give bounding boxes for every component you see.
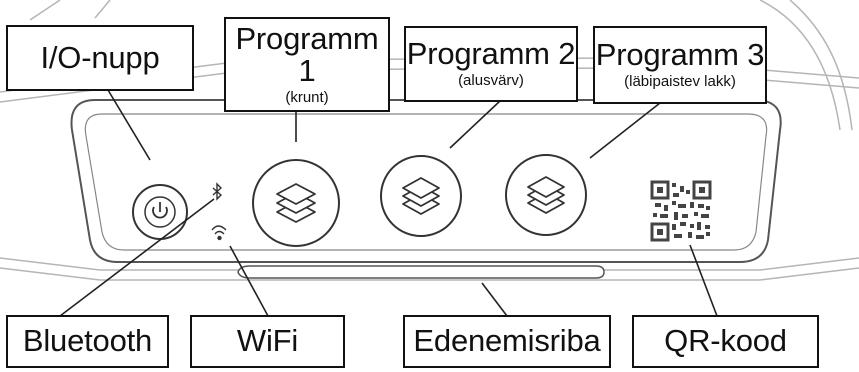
progress-bar xyxy=(237,265,605,279)
wifi-icon xyxy=(211,225,227,241)
leader-power xyxy=(107,89,151,161)
label-bluetooth: Bluetooth xyxy=(6,315,169,368)
label-program-3-subtitle: (läbipaistev lakk) xyxy=(624,73,736,91)
control-panel xyxy=(70,99,782,263)
layers-icon xyxy=(402,177,440,215)
label-wifi: WiFi xyxy=(190,315,345,368)
program-2-button[interactable] xyxy=(380,155,462,237)
label-bluetooth-text: Bluetooth xyxy=(22,323,153,359)
program-1-button[interactable] xyxy=(252,159,340,247)
power-button[interactable] xyxy=(132,184,188,240)
label-program-3: Programm 3 (läbipaistev lakk) xyxy=(593,26,767,104)
leader-lines xyxy=(59,89,718,317)
leader-program-3 xyxy=(589,102,661,159)
label-power-button: I/O-nupp xyxy=(6,25,194,91)
label-progress-bar: Edenemisriba xyxy=(403,315,611,368)
label-program-2-subtitle: (alusvärv) xyxy=(458,72,524,90)
layers-icon xyxy=(276,183,316,223)
leader-wifi xyxy=(229,245,269,317)
label-qr-code: QR-kood xyxy=(632,315,819,368)
leader-qr xyxy=(689,244,718,317)
label-program-1-title: Programm 1 xyxy=(235,20,379,89)
label-program-3-title: Programm 3 xyxy=(595,37,765,73)
qr-code-icon xyxy=(650,180,712,242)
label-program-1: Programm 1 (krunt) xyxy=(224,17,390,112)
leader-progress xyxy=(481,282,508,317)
bluetooth-icon xyxy=(212,182,223,201)
label-program-2: Programm 2 (alusvärv) xyxy=(404,26,578,102)
leader-program-2 xyxy=(449,100,501,149)
label-program-2-title: Programm 2 xyxy=(406,36,576,72)
label-program-1-subtitle: (krunt) xyxy=(285,88,329,106)
layers-icon xyxy=(527,176,565,214)
power-icon-arc xyxy=(152,206,168,219)
label-power-text: I/O-nupp xyxy=(40,39,160,75)
label-wifi-text: WiFi xyxy=(236,323,299,359)
label-progress-text: Edenemisriba xyxy=(413,323,601,359)
label-qr-text: QR-kood xyxy=(664,323,787,359)
leader-bluetooth xyxy=(59,198,215,317)
program-3-button[interactable] xyxy=(505,154,587,236)
